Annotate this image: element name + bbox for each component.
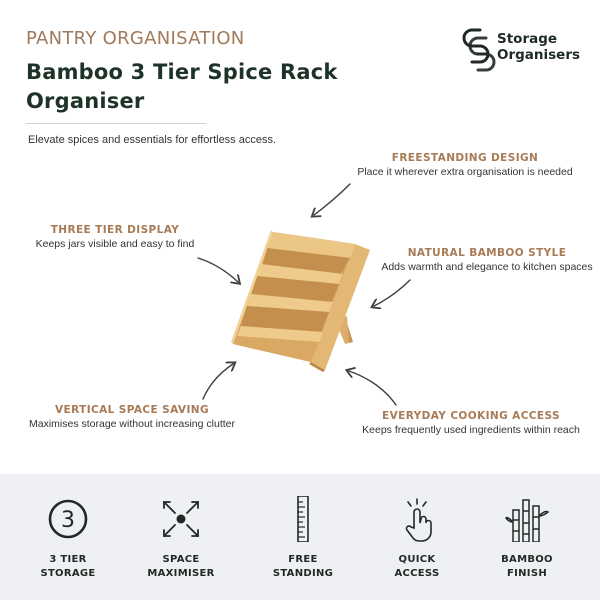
feature-label: FREE STANDING bbox=[253, 553, 353, 581]
spice-rack-image bbox=[231, 230, 370, 372]
callout-text: Place it wherever extra organisation is … bbox=[357, 166, 573, 178]
feature-label-line1: FREE bbox=[288, 554, 318, 565]
page-title: Bamboo 3 Tier Spice Rack Organiser bbox=[26, 60, 338, 113]
feature-free-standing: FREE STANDING bbox=[253, 474, 353, 600]
callout-everyday-access: EVERYDAY COOKING ACCESS Keeps frequently… bbox=[340, 410, 600, 436]
feature-label-line2: FINISH bbox=[506, 568, 547, 579]
feature-label-line2: MAXIMISER bbox=[147, 568, 215, 579]
callout-heading: EVERYDAY COOKING ACCESS bbox=[382, 410, 560, 422]
feature-space-maximiser: SPACE MAXIMISER bbox=[131, 474, 231, 600]
callout-heading: VERTICAL SPACE SAVING bbox=[55, 404, 209, 416]
feature-label: 3 TIER STORAGE bbox=[18, 553, 118, 581]
callout-text: Keeps frequently used ingredients within… bbox=[362, 424, 580, 436]
feature-band: 3 3 TIER STORAGE SPACE MAXIMISER bbox=[0, 474, 600, 600]
arrow-vertical-space bbox=[202, 364, 233, 400]
callout-natural-bamboo: NATURAL BAMBOO STYLE Adds warmth and ele… bbox=[374, 247, 600, 273]
brand-logo-icon bbox=[462, 28, 496, 72]
callout-text: Adds warmth and elegance to kitchen spac… bbox=[381, 261, 593, 273]
svg-text:3: 3 bbox=[61, 508, 75, 533]
feature-label-line1: BAMBOO bbox=[501, 554, 553, 565]
brand-name: Storage Organisers bbox=[497, 31, 580, 63]
feature-label: QUICK ACCESS bbox=[367, 553, 467, 581]
feature-quick-access: QUICK ACCESS bbox=[367, 474, 467, 600]
feature-label-line2: ACCESS bbox=[394, 568, 440, 579]
page-description: Elevate spices and essentials for effort… bbox=[28, 134, 277, 146]
tap-hand-icon bbox=[405, 498, 432, 542]
arrow-three-tier bbox=[197, 257, 238, 282]
arrow-freestanding bbox=[314, 183, 351, 215]
callout-text: Keeps jars visible and easy to find bbox=[35, 238, 195, 250]
title-divider bbox=[26, 123, 206, 124]
arrow-natural-bamboo bbox=[374, 279, 411, 306]
ruler-icon bbox=[297, 496, 309, 542]
feature-3-tier-storage: 3 3 TIER STORAGE bbox=[18, 474, 118, 600]
brand-name-line1: Storage bbox=[497, 31, 558, 47]
callout-arrows bbox=[197, 183, 411, 406]
callout-heading: THREE TIER DISPLAY bbox=[50, 224, 180, 236]
callout-text: Maximises storage without increasing clu… bbox=[28, 418, 235, 430]
feature-label-line1: 3 TIER bbox=[49, 554, 87, 565]
feature-label-line1: QUICK bbox=[398, 554, 436, 565]
feature-label-line1: SPACE bbox=[162, 554, 200, 565]
callout-freestanding: FREESTANDING DESIGN Place it wherever ex… bbox=[340, 152, 590, 178]
circled-three-icon: 3 bbox=[48, 499, 88, 539]
feature-label-line2: STANDING bbox=[272, 568, 334, 579]
bamboo-icon bbox=[505, 499, 549, 542]
arrow-everyday-access bbox=[349, 371, 397, 406]
callout-three-tier: THREE TIER DISPLAY Keeps jars visible an… bbox=[20, 224, 210, 250]
callout-heading: FREESTANDING DESIGN bbox=[391, 152, 539, 164]
feature-label-line2: STORAGE bbox=[40, 568, 96, 579]
expand-arrows-icon bbox=[163, 501, 199, 537]
callout-vertical-space: VERTICAL SPACE SAVING Maximises storage … bbox=[12, 404, 252, 430]
feature-label: SPACE MAXIMISER bbox=[131, 553, 231, 581]
brand-name-line2: Organisers bbox=[497, 47, 581, 63]
page-eyebrow: PANTRY ORGANISATION bbox=[26, 28, 245, 49]
feature-label: BAMBOO FINISH bbox=[477, 553, 577, 581]
feature-bamboo-finish: BAMBOO FINISH bbox=[477, 474, 577, 600]
callout-heading: NATURAL BAMBOO STYLE bbox=[407, 247, 567, 259]
